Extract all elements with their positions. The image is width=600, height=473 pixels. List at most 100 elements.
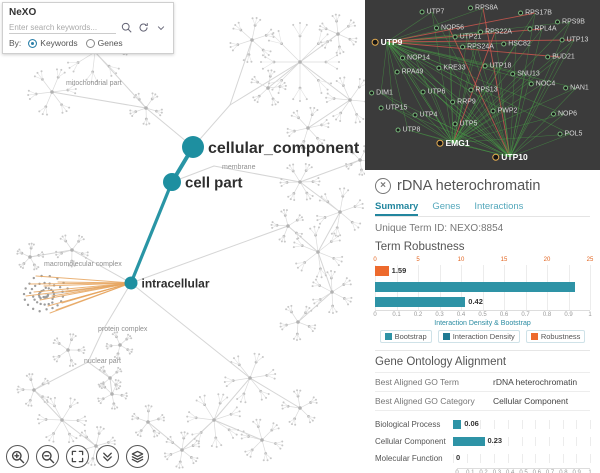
tab-interactions[interactable]: Interactions [474,201,524,212]
gene-node-utp9[interactable]: UTP9 [371,38,402,47]
collapse-tree-button[interactable] [96,445,119,468]
term-node[interactable] [124,276,138,290]
gene-node-dot [371,38,379,46]
gene-node-label: RPA49 [401,68,424,76]
term-node-label-small[interactable]: membrane [222,164,256,171]
gene-node-utp4[interactable]: UTP4 [412,112,437,119]
unique-term-id: Unique Term ID: NEXO:8854 [375,223,504,234]
gene-node-label: UTP5 [459,120,478,128]
term-node[interactable] [163,173,181,191]
term-node-label-small[interactable]: macromolecular complex [44,261,122,268]
term-node-label-small[interactable]: nuclear part [84,358,121,365]
gene-node-utp10[interactable]: UTP10 [492,153,528,162]
gene-node-rps9b[interactable]: RPS9B [555,19,585,26]
gene-node-rps17b[interactable]: RPS17B [518,10,552,17]
gene-node-label: UTP18 [489,62,512,70]
alignment-bar [453,419,462,429]
gene-node-dot [563,85,569,91]
gene-node-rps22a[interactable]: RPS22A [478,29,512,36]
gene-node-utp21[interactable]: UTP21 [452,33,482,41]
gene-node-utp15[interactable]: UTP15 [378,104,408,112]
gene-node-dot [394,69,400,75]
gene-node-label: NOP6 [557,110,578,118]
gene-node-utp5[interactable]: UTP5 [452,120,478,128]
gene-node-utp7[interactable]: UTP7 [419,8,445,16]
gene-node-pwp2[interactable]: PWP2 [490,108,517,115]
robustness-bar-robustness [375,266,389,276]
gene-node-utp13[interactable]: UTP13 [559,37,588,44]
gene-node-hsc82[interactable]: HSC82 [501,41,531,48]
term-detail-panel: × rDNA heterochromatin Summary Genes Int… [365,170,600,473]
gene-node-utp8[interactable]: UTP8 [395,127,420,134]
gene-node-dot [434,25,440,31]
gene-node-noc4[interactable]: NOC4 [528,81,555,88]
gene-node-label: UTP21 [459,33,482,41]
term-node-label-small[interactable]: protein complex [98,326,148,333]
gene-node-rpa49[interactable]: RPA49 [394,68,424,76]
gene-node-pol5[interactable]: POL5 [557,131,582,138]
term-node[interactable] [182,136,204,158]
gene-node-rps13[interactable]: RPS13 [468,86,498,94]
gene-node-bud21[interactable]: BUD21 [545,54,575,61]
search-icon[interactable] [120,21,133,34]
detail-tabs: Summary Genes Interactions [375,201,590,217]
gene-node-rrp9[interactable]: RRP9 [450,99,476,106]
term-node-label[interactable]: cell part [185,174,243,191]
tab-summary[interactable]: Summary [375,201,419,216]
dropdown-icon[interactable] [154,21,167,34]
gene-node-dot [559,37,565,43]
tab-genes[interactable]: Genes [432,201,461,212]
gene-node-emg1[interactable]: EMG1 [436,139,470,148]
gene-node-dot [460,44,466,50]
gene-node-dot [400,55,406,61]
refresh-icon[interactable] [137,21,150,34]
term-node-label[interactable]: cellular_component [208,140,360,157]
radio-dot[interactable] [85,38,95,48]
term-node-label-small[interactable]: mitochondrial part [66,80,122,87]
gene-node-dot [555,19,561,25]
gene-node-utp18[interactable]: UTP18 [482,62,512,70]
gene-node-dim1[interactable]: DIM1 [369,90,393,97]
gene-node-nop14[interactable]: NOP14 [400,55,430,62]
gene-node-rpl4a[interactable]: RPL4A [527,26,557,33]
gene-node-label: UTP15 [385,104,408,112]
gene-node-utp6[interactable]: UTP6 [420,89,445,96]
gene-node-snu13[interactable]: SNU13 [510,71,540,78]
radio-dot[interactable] [28,38,38,48]
gene-node-nan1[interactable]: NAN1 [563,85,589,92]
zoom-in-button[interactable] [6,445,29,468]
layers-button[interactable] [126,445,149,468]
term-node-label[interactable]: intracellular [142,276,210,290]
gene-node-label: KRE33 [443,64,466,72]
robustness-axis-label: Interaction Density & Bootstrap [434,320,531,327]
gene-node-nop56[interactable]: NOP56 [434,25,464,32]
fit-view-button[interactable] [66,445,89,468]
radio-keywords[interactable]: Keywords [28,38,78,48]
search-input[interactable] [9,21,116,34]
gene-node-nop6[interactable]: NOP6 [550,110,578,118]
close-term-icon[interactable]: × [375,178,391,194]
zoom-out-button[interactable] [36,445,59,468]
gene-node-dot [482,63,488,69]
gene-node-rps8a[interactable]: RPS8A [468,5,498,12]
gene-node-rps24a[interactable]: RPS24A [460,44,494,51]
radio-genes[interactable]: Genes [85,38,123,48]
gene-node-kre33[interactable]: KRE33 [436,64,466,72]
app-title: NeXO [9,7,37,18]
alignment-value: 0 [456,452,461,462]
gene-node-dot [420,89,426,95]
gene-node-dot [510,71,516,77]
legend-item: Bootstrap [379,330,432,343]
gene-node-label: UTP7 [426,8,445,16]
gene-node-dot [528,81,534,87]
gene-node-label: RPS13 [475,86,498,94]
robustness-bar-bootstrap [375,282,575,292]
